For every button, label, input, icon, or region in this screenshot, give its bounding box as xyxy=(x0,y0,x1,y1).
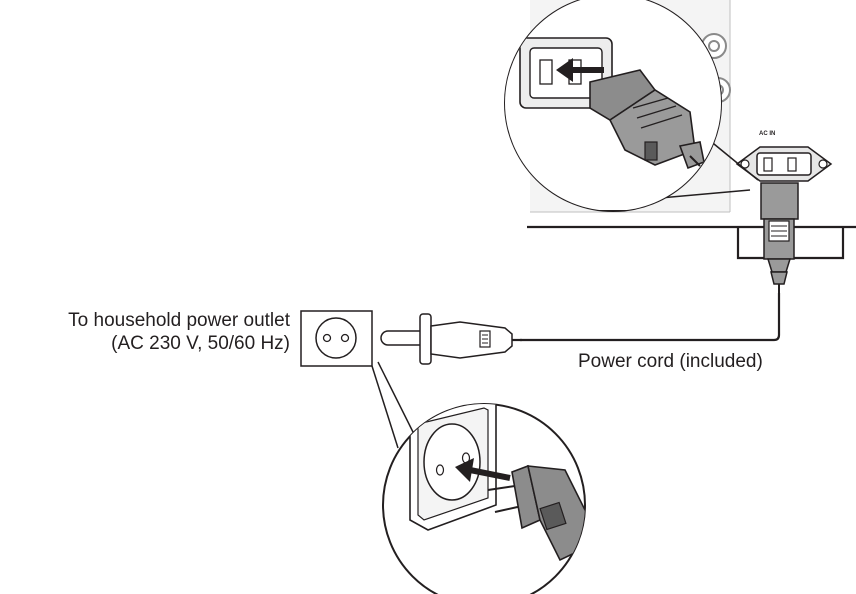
callout-wedge-bottom xyxy=(371,361,415,449)
ac-inlet-icon xyxy=(735,146,833,182)
power-cord xyxy=(520,293,781,342)
zoom-circle-outlet xyxy=(382,403,586,594)
power-outlet-icon xyxy=(300,310,373,367)
iec-connector-large-icon xyxy=(589,69,705,170)
euro-plug-large-icon xyxy=(487,464,585,580)
shelf-outline xyxy=(527,225,856,260)
power-cord-label: Power cord (included) xyxy=(578,351,763,372)
iec-connector-icon xyxy=(760,182,799,295)
euro-plug-icon xyxy=(380,313,522,365)
zoom-circle-inlet xyxy=(504,0,722,212)
ac-in-label: AC IN xyxy=(759,131,776,137)
outlet-label-line2: (AC 230 V, 50/60 Hz) xyxy=(111,333,290,354)
outlet-label-line1: To household power outlet xyxy=(68,310,290,331)
